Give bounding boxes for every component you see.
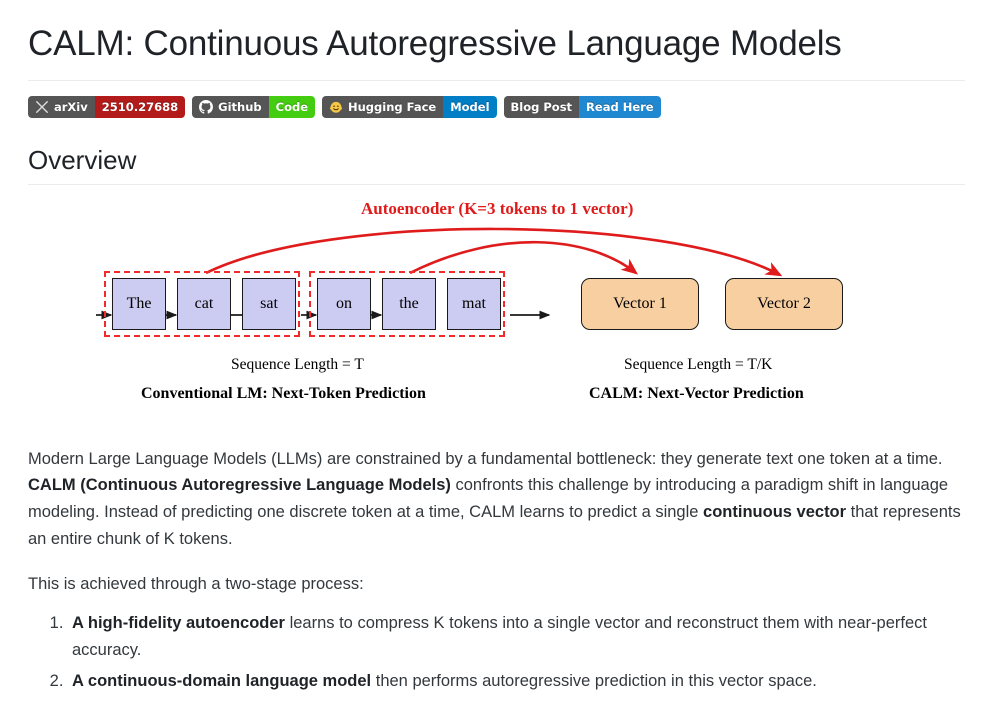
vector-box-1: Vector 1 [581, 277, 699, 330]
overview-paragraph: Modern Large Language Models (LLMs) are … [28, 446, 965, 553]
right-caption-main: CALM: Next-Vector Prediction [589, 384, 804, 402]
token-group-box-1 [104, 270, 300, 337]
badge-arxiv[interactable]: arXiv 2510.27688 [28, 95, 186, 118]
two-stage-intro: This is achieved through a two-stage pro… [28, 574, 364, 593]
list-item-2-rest: then performs autoregressive prediction … [371, 671, 817, 690]
badge-github-label: Github [218, 99, 262, 114]
page-title: CALM: Continuous Autoregressive Language… [28, 22, 965, 81]
badge-github[interactable]: Github Code [192, 95, 315, 118]
arrow-group2-to-vector1 [409, 240, 639, 275]
paragraph-part-a: Modern Large Language Models (LLMs) are … [28, 449, 943, 468]
token-box-1: cat [177, 277, 231, 330]
badge-arxiv-label: arXiv [54, 99, 88, 114]
left-caption-sub: Sequence Length = T [231, 355, 364, 373]
section-heading-overview: Overview [28, 145, 965, 185]
token-box-4: the [382, 277, 436, 330]
overview-figure: Autoencoder (K=3 tokens to 1 vector) The… [28, 193, 965, 428]
github-icon [199, 99, 214, 114]
list-item-1-rest: learns to compress K tokens into a singl… [72, 614, 927, 660]
list-item-1-bold: A high-fidelity autoencoder [72, 614, 285, 633]
list-item: A continuous-domain language model then … [68, 668, 965, 695]
token-box-2: sat [242, 277, 296, 330]
badge-huggingface-label-segment: Hugging Face [322, 95, 444, 118]
page-root: CALM: Continuous Autoregressive Language… [0, 0, 993, 695]
paragraph-bold-continuous-vector: continuous vector [703, 503, 847, 522]
badge-blogpost-value: Read Here [579, 95, 661, 118]
token-box-3: on [317, 277, 371, 330]
arrow-group1-to-vector2 [205, 227, 783, 276]
paragraph-part-c: confronts this challenge by introducing … [28, 476, 949, 522]
vector-box-2: Vector 2 [725, 277, 843, 330]
hugging-face-icon [329, 100, 343, 114]
autoencoder-title: Autoencoder (K=3 tokens to 1 vector) [361, 198, 634, 218]
badge-blogpost-label: Blog Post [503, 95, 580, 118]
list-item-2-bold: A continuous-domain language model [72, 671, 372, 690]
token-box-0: The [112, 277, 166, 330]
badge-huggingface-value: Model [443, 95, 497, 118]
left-caption-main: Conventional LM: Next-Token Prediction [141, 384, 426, 402]
two-stage-list: A high-fidelity autoencoder learns to co… [28, 610, 965, 694]
badge-huggingface-label: Hugging Face [348, 99, 437, 114]
badge-arxiv-value: 2510.27688 [94, 95, 186, 118]
token-group-box-2 [309, 270, 505, 337]
badge-huggingface[interactable]: Hugging Face Model [322, 95, 497, 118]
paragraph-bold-calm: CALM (Continuous Autoregressive Language… [28, 476, 451, 495]
paragraph-part-e: that represents an entire chunk of K tok… [28, 503, 961, 548]
badge-blogpost[interactable]: Blog Post Read Here [503, 95, 661, 118]
arxiv-icon [35, 100, 49, 114]
badge-github-value: Code [268, 95, 315, 118]
badge-row: arXiv 2510.27688 Github Code [28, 95, 965, 119]
badge-github-label-segment: Github [192, 95, 269, 118]
list-item: A high-fidelity autoencoder learns to co… [68, 610, 965, 663]
right-caption-sub: Sequence Length = T/K [624, 355, 773, 373]
badge-arxiv-label-segment: arXiv [28, 95, 95, 118]
token-box-5: mat [447, 277, 501, 330]
